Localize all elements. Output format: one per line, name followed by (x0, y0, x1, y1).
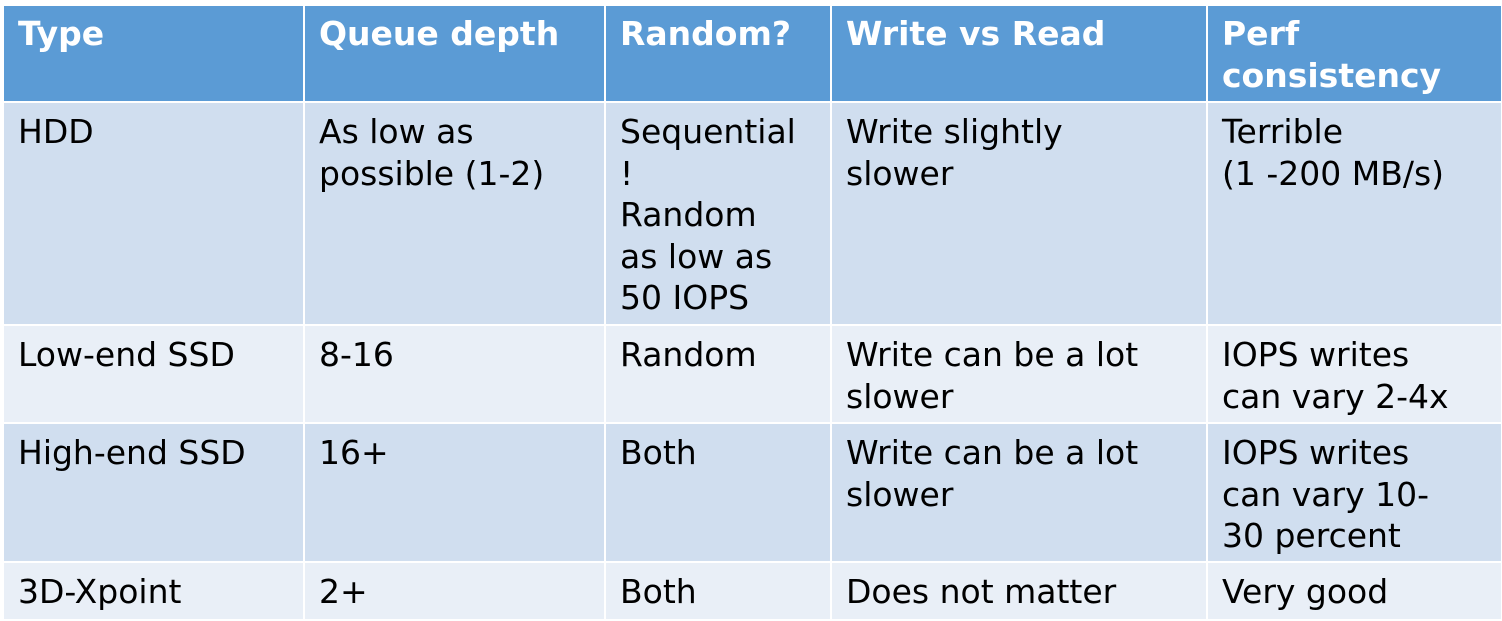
table-row: HDD As low as possible (1-2) Sequential … (2, 101, 1502, 326)
table-cell: Write can be a lot slower (830, 422, 1208, 563)
table-cell: Low-end SSD (2, 324, 305, 424)
table-cell: Very good (1206, 561, 1502, 621)
comparison-table-container: Type Queue depth Random? Write vs Read P… (2, 4, 1502, 621)
header-random: Random? (604, 4, 832, 103)
header-queue-depth: Queue depth (303, 4, 606, 103)
table-cell: As low as possible (1-2) (303, 101, 606, 326)
table-cell: IOPS writes can vary 10- 30 percent (1206, 422, 1502, 563)
table-cell: High-end SSD (2, 422, 305, 563)
table-cell: Terrible (1 -200 MB/s) (1206, 101, 1502, 326)
table-cell: Both (604, 561, 832, 621)
header-write-vs-read: Write vs Read (830, 4, 1208, 103)
table-cell: Does not matter (830, 561, 1208, 621)
storage-comparison-table: Type Queue depth Random? Write vs Read P… (2, 4, 1502, 621)
table-row: Low-end SSD 8-16 Random Write can be a l… (2, 324, 1502, 424)
table-cell: IOPS writes can vary 2-4x (1206, 324, 1502, 424)
table-cell: 2+ (303, 561, 606, 621)
table-cell: 8-16 (303, 324, 606, 424)
header-type: Type (2, 4, 305, 103)
table-row: High-end SSD 16+ Both Write can be a lot… (2, 422, 1502, 563)
table-cell: 3D-Xpoint (2, 561, 305, 621)
table-cell: Both (604, 422, 832, 563)
table-row: 3D-Xpoint 2+ Both Does not matter Very g… (2, 561, 1502, 621)
table-header-row: Type Queue depth Random? Write vs Read P… (2, 4, 1502, 103)
table-cell: 16+ (303, 422, 606, 563)
table-cell: Write can be a lot slower (830, 324, 1208, 424)
header-perf-consistency: Perf consistency (1206, 4, 1502, 103)
table-cell: HDD (2, 101, 305, 326)
table-cell: Sequential ! Random as low as 50 IOPS (604, 101, 832, 326)
table-cell: Write slightly slower (830, 101, 1208, 326)
table-cell: Random (604, 324, 832, 424)
